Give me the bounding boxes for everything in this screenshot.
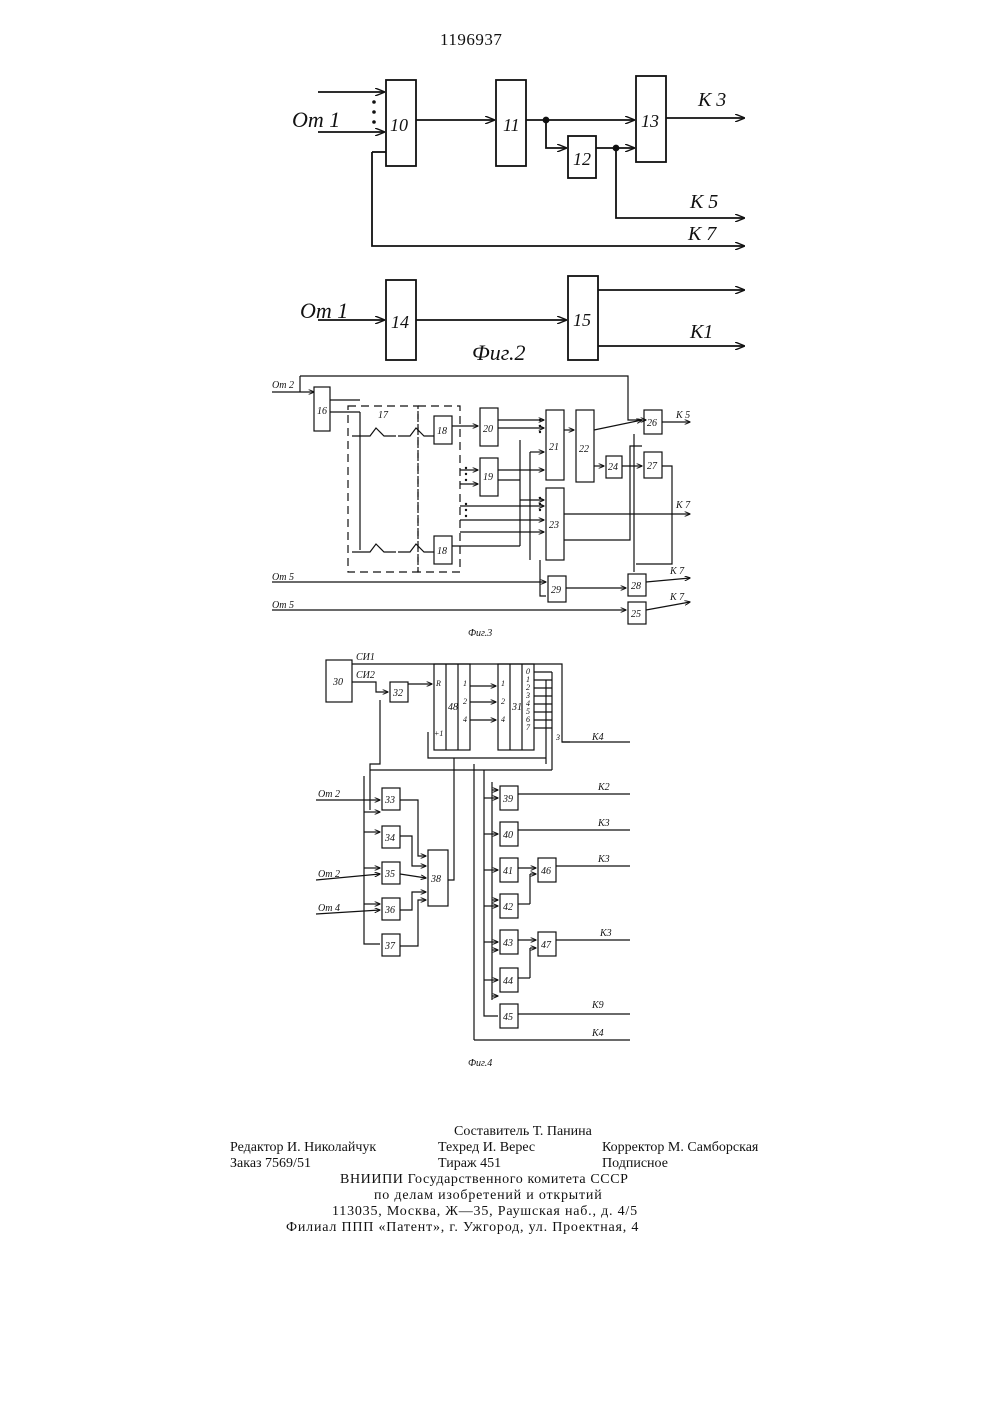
- fig3-input-ot5-b: От 5: [272, 600, 294, 611]
- fig4-output-k2: К2: [597, 782, 610, 793]
- figure-3: [272, 376, 690, 624]
- publication-imprint: Составитель Т. Панина Редактор И. Никола…: [200, 1124, 840, 1236]
- fig3-block-27-label: 27: [647, 461, 658, 472]
- fig4-counter-out-1: 1: [463, 679, 467, 688]
- imprint-editor: Редактор И. Николайчук: [230, 1140, 376, 1156]
- fig3-block-25-label: 25: [631, 609, 641, 620]
- fig4-block-45-label: 45: [503, 1012, 513, 1023]
- fig2-input-top: От 1: [292, 107, 340, 132]
- imprint-org-line2: по делам изобретений и открытий: [374, 1188, 603, 1204]
- fig4-signal-si1: СИ1: [356, 652, 375, 663]
- fig4-block-43-label: 43: [503, 938, 513, 949]
- fig3-input-ot2: От 2: [272, 380, 294, 391]
- figure-2-labels: От 1 От 1 10 11 12 13 14 15 К 3 К 5 К 7 …: [292, 89, 726, 365]
- fig4-block-44-label: 44: [503, 976, 513, 987]
- fig3-output-k7-c: К 7: [669, 592, 685, 603]
- fig3-block-19-label: 19: [483, 472, 493, 483]
- fig4-block-37-label: 37: [384, 941, 396, 952]
- imprint-circulation: Тираж 451: [438, 1156, 501, 1172]
- fig2-caption: Фиг.2: [472, 340, 526, 365]
- imprint-order: Заказ 7569/51: [230, 1156, 311, 1172]
- fig4-block-34-label: 34: [384, 833, 395, 844]
- fig3-block-24-label: 24: [608, 462, 618, 473]
- fig4-block-42-label: 42: [503, 902, 513, 913]
- fig4-block-30-label: 30: [332, 677, 343, 688]
- fig4-block-32-label: 32: [392, 688, 403, 699]
- fig3-block-23-label: 23: [549, 520, 559, 531]
- fig3-block-26-label: 26: [647, 418, 657, 429]
- fig4-output-k3-b: К3: [597, 854, 610, 865]
- imprint-compiler: Составитель Т. Панина: [454, 1124, 592, 1140]
- fig3-block-17-label: 17: [378, 410, 389, 421]
- fig2-output-k3: К 3: [697, 89, 726, 111]
- fig4-block-38-label: 38: [430, 874, 441, 885]
- fig3-output-k7-a: К 7: [675, 500, 691, 511]
- fig4-block-36-label: 36: [384, 905, 395, 916]
- fig2-output-k5: К 5: [689, 191, 718, 213]
- imprint-branch: Филиал ППП «Патент», г. Ужгород, ул. Про…: [286, 1220, 639, 1236]
- fig4-counter-out-2: 2: [463, 697, 467, 706]
- fig2-output-k1: К1: [689, 321, 713, 343]
- fig2-block-12-label: 12: [573, 149, 591, 169]
- fig4-block-41-label: 41: [503, 866, 513, 877]
- fig3-block-21-label: 21: [549, 442, 559, 453]
- input-dots: [372, 100, 376, 124]
- fig4-input-ot2-b: От 2: [318, 869, 340, 880]
- fig4-caption: Фиг.4: [468, 1058, 492, 1069]
- fig3-caption: Фиг.3: [468, 628, 492, 639]
- fig2-block-10-label: 10: [390, 115, 408, 135]
- fig4-decoder-in-1: 1: [501, 679, 505, 688]
- fig4-block-48-label: 48: [448, 702, 458, 713]
- imprint-address: 113035, Москва, Ж—35, Раушская наб., д. …: [332, 1204, 638, 1220]
- imprint-tech-editor: Техред И. Верес: [438, 1140, 535, 1156]
- fig2-input-bottom: От 1: [300, 298, 348, 323]
- fig2-block-13-label: 13: [641, 111, 659, 131]
- fig4-block-47-label: 47: [541, 940, 552, 951]
- fig3-output-k7-b: К 7: [669, 566, 685, 577]
- imprint-subscription: Подписное: [602, 1156, 668, 1172]
- fig4-block-35-label: 35: [384, 869, 395, 880]
- fig3-block-22-label: 22: [579, 444, 589, 455]
- fig4-input-ot2-a: От 2: [318, 789, 340, 800]
- fig4-block-39-label: 39: [502, 794, 513, 805]
- fig3-block-20-label: 20: [483, 424, 493, 435]
- fig4-signal-si2: СИ2: [356, 670, 375, 681]
- figure-4: [316, 660, 630, 1040]
- fig3-block-18-top-label: 18: [437, 426, 447, 437]
- fig3-block-18-bottom-label: 18: [437, 546, 447, 557]
- fig4-block-33-label: 33: [384, 795, 395, 806]
- figure-4-labels: СИ1 СИ2 30 31 32 33 34 35 36 37 38 39 40…: [318, 652, 612, 1069]
- fig3-input-ot5-a: От 5: [272, 572, 294, 583]
- fig4-output-k3-a: К3: [597, 818, 610, 829]
- fig4-output-k9: К9: [591, 1000, 604, 1011]
- imprint-org-line1: ВНИИПИ Государственного комитета СССР: [340, 1172, 629, 1188]
- fig2-block-14-label: 14: [391, 312, 409, 332]
- fig3-output-k5: К 5: [675, 410, 690, 421]
- fig2-output-k7: К 7: [687, 223, 717, 245]
- fig2-block-15-label: 15: [573, 310, 591, 330]
- fig4-block-40-label: 40: [503, 830, 513, 841]
- fig4-block-31-label: 31: [511, 702, 522, 713]
- fig4-decoder-in-4: 4: [501, 715, 505, 724]
- block-17: [348, 406, 418, 572]
- imprint-proofreader: Корректор М. Самборская: [602, 1140, 758, 1156]
- figure-2: [318, 76, 744, 360]
- fig4-counter-out-4: 4: [463, 715, 467, 724]
- fig4-output-k4-top: К4: [591, 732, 604, 743]
- fig3-block-16-label: 16: [317, 406, 327, 417]
- fig4-input-ot4: От 4: [318, 903, 340, 914]
- fig4-decoder-in-2: 2: [501, 697, 505, 706]
- fig4-counter-r: R: [435, 679, 441, 688]
- fig2-block-11-label: 11: [503, 115, 520, 135]
- fig4-output-k4-bottom: К4: [591, 1028, 604, 1039]
- fig4-side-mark: 3: [555, 733, 560, 742]
- fig4-decoder-out-7: 7: [526, 723, 531, 732]
- fig3-block-29-label: 29: [551, 585, 561, 596]
- fig4-block-46-label: 46: [541, 866, 551, 877]
- fig4-output-k3-c: К3: [599, 928, 612, 939]
- fig4-counter-plus1: +1: [434, 729, 443, 738]
- fig3-block-28-label: 28: [631, 581, 641, 592]
